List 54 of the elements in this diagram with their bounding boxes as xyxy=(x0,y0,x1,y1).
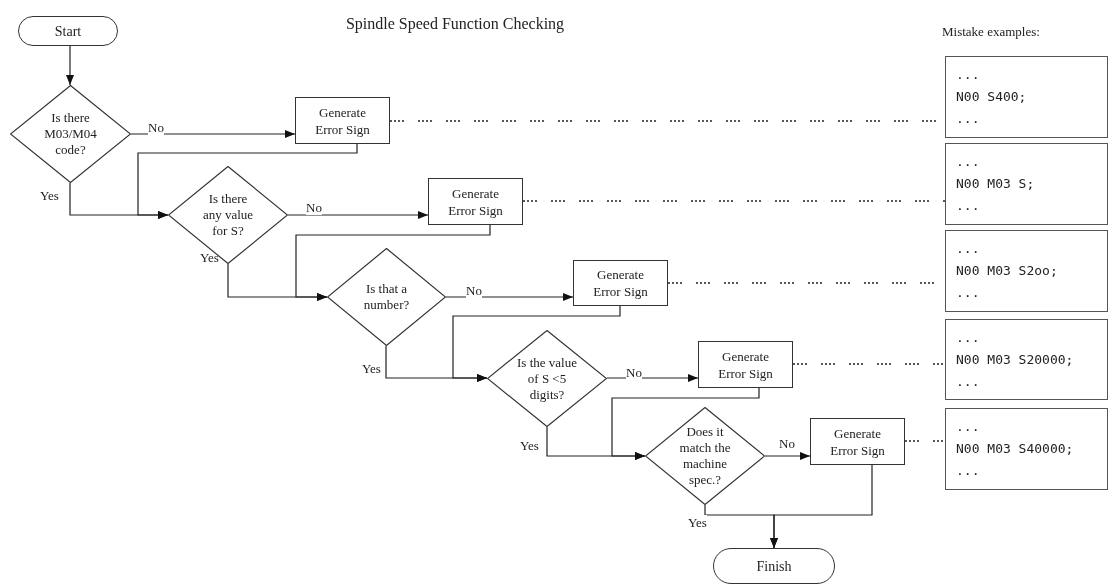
arrow xyxy=(606,374,699,382)
decision-text: Is there any value for S? xyxy=(201,191,255,239)
arrow xyxy=(452,305,621,382)
code-line: ... xyxy=(956,110,981,128)
code-line: ... xyxy=(956,197,981,215)
code-line: ... xyxy=(956,372,981,391)
diagram-title: Spindle Speed Function Checking xyxy=(344,14,566,35)
process-box: Generate Error Sign xyxy=(428,178,523,225)
code-line: ... xyxy=(956,462,981,480)
code-example-box xyxy=(945,230,1108,312)
process-box: Generate Error Sign xyxy=(573,260,668,306)
process-box: Generate Error Sign xyxy=(698,341,793,388)
process-box: Generate Error Sign xyxy=(810,418,905,465)
decision-diamond xyxy=(327,248,446,346)
code-line: ... xyxy=(956,240,981,258)
arrow xyxy=(287,211,429,219)
dotted-leader xyxy=(792,363,946,365)
code-line: ... xyxy=(956,328,981,347)
arrow xyxy=(764,452,811,460)
decision-diamond xyxy=(168,166,288,264)
arrow xyxy=(770,464,873,549)
decision-diamond xyxy=(645,407,765,505)
arrow xyxy=(137,143,358,219)
arrow xyxy=(295,224,491,301)
code-line: ... xyxy=(956,66,981,84)
code-example-box xyxy=(945,143,1108,225)
code-line: N00 M03 S20000; xyxy=(956,350,1075,369)
code-line: N00 M03 S2oo; xyxy=(956,262,1059,280)
code-line: N00 M03 S; xyxy=(956,175,1036,193)
code-example-box xyxy=(945,56,1108,138)
code-example-box xyxy=(945,408,1108,490)
dotted-leader xyxy=(904,440,946,442)
code-line: ... xyxy=(956,284,981,302)
arrow xyxy=(445,293,574,301)
code-line: ... xyxy=(956,153,981,171)
decision-text: Does it match the machine spec.? xyxy=(678,424,732,488)
terminal-pill: Finish xyxy=(713,548,835,584)
code-line: N00 S400; xyxy=(956,88,1028,106)
arrow xyxy=(130,130,296,138)
terminal-pill: Start xyxy=(18,16,118,46)
edge-label: Yes xyxy=(688,515,707,530)
dotted-leader xyxy=(522,200,946,202)
decision-diamond xyxy=(10,85,131,183)
process-box: Generate Error Sign xyxy=(295,97,390,144)
arrow xyxy=(66,45,74,86)
decision-text: Is that a number? xyxy=(362,281,411,313)
decision-text: Is the value of S <5 digits? xyxy=(517,354,577,403)
decision-diamond xyxy=(487,330,607,427)
column-heading: Mistake examples: xyxy=(942,23,1040,41)
arrow xyxy=(611,387,760,460)
code-line: ... xyxy=(956,418,981,436)
decision-text: Is there M03/M04 code? xyxy=(43,110,98,158)
code-example-box xyxy=(945,319,1108,400)
code-line: N00 M03 S40000; xyxy=(956,440,1075,458)
